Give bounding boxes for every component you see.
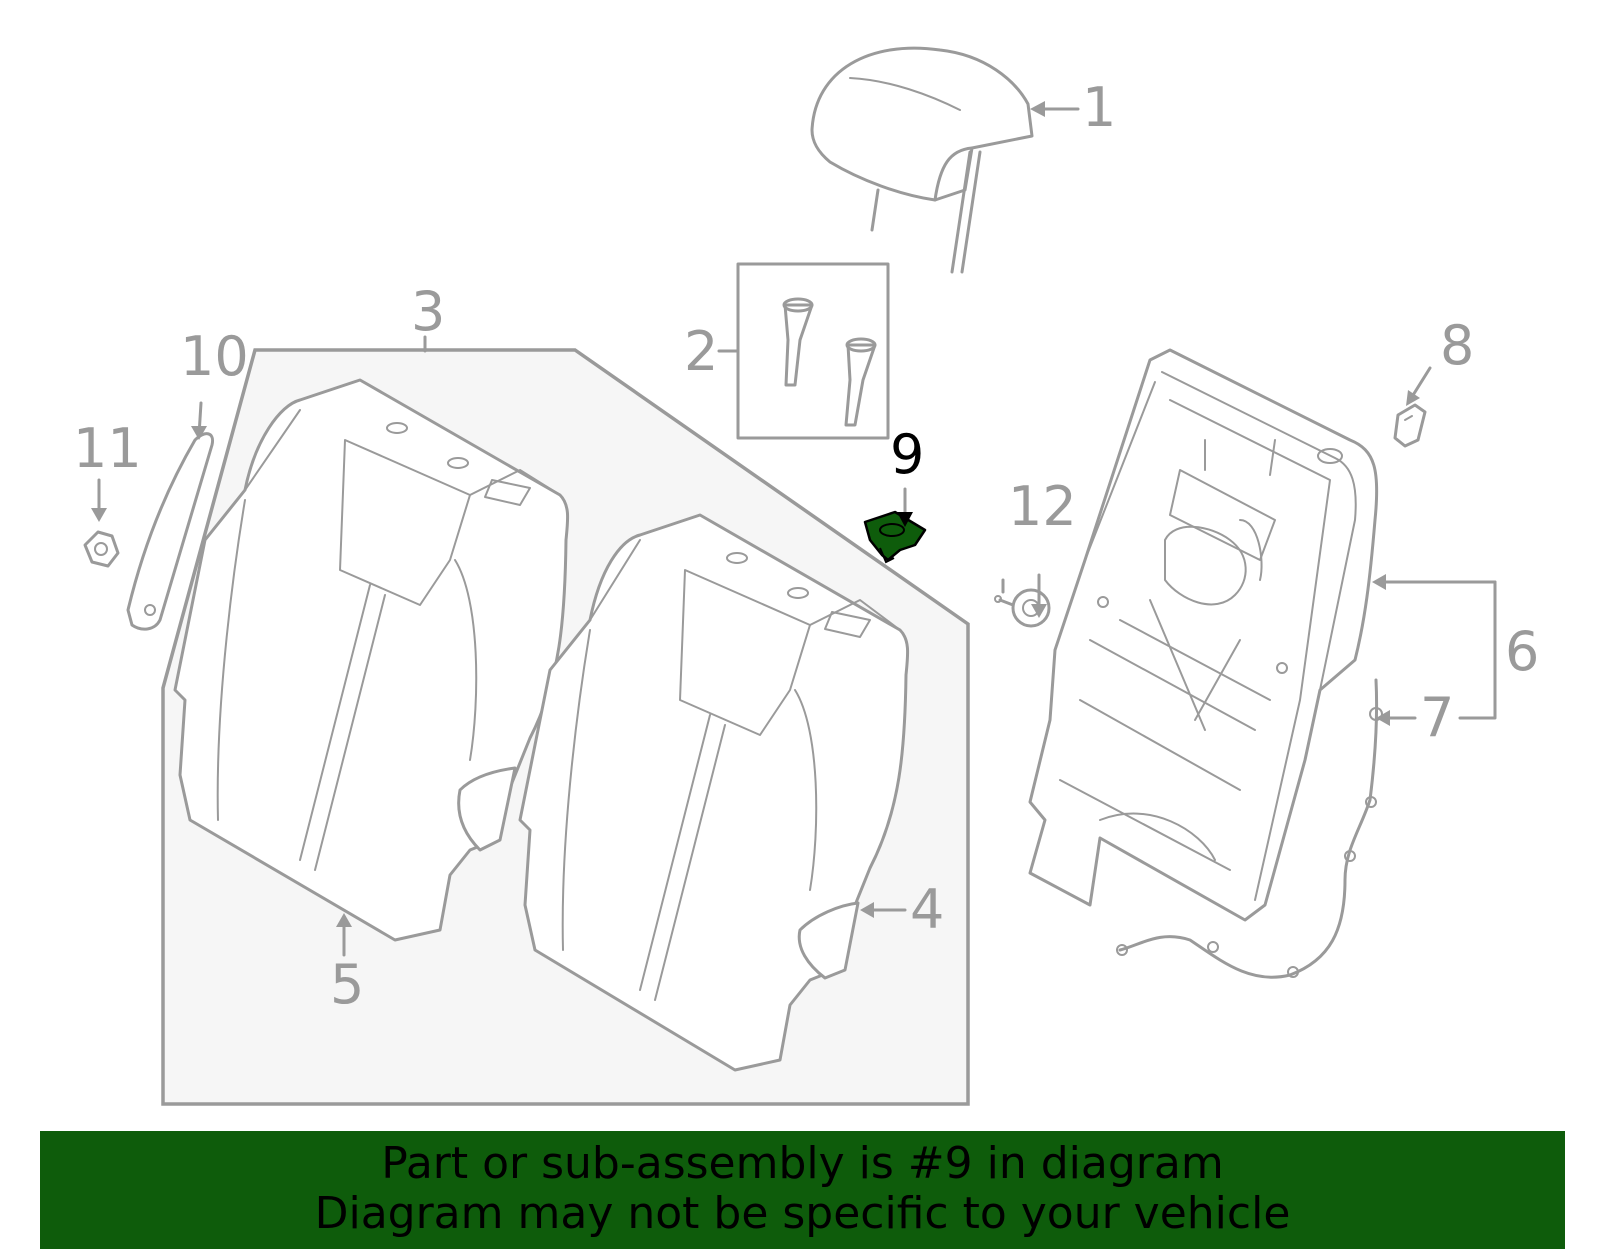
callout-5: 5 bbox=[330, 953, 364, 1016]
seat-back-cover-left bbox=[173, 378, 570, 942]
seat-back-cover-right bbox=[518, 513, 910, 1072]
banner-line-1: Part or sub-assembly is #9 in diagram bbox=[381, 1138, 1224, 1189]
seat-back-frame bbox=[1028, 348, 1379, 922]
callout-4: 4 bbox=[910, 878, 944, 941]
info-banner: Part or sub-assembly is #9 in diagram Di… bbox=[40, 1131, 1565, 1249]
leader-lines bbox=[91, 101, 1497, 957]
callout-12: 12 bbox=[1008, 475, 1077, 538]
callout-6: 6 bbox=[1505, 620, 1539, 683]
callout-7: 7 bbox=[1420, 686, 1454, 749]
clip-part bbox=[1393, 403, 1427, 448]
callout-1: 1 bbox=[1082, 76, 1116, 139]
highlighted-part-9 bbox=[863, 510, 927, 564]
headrest-part bbox=[810, 46, 1034, 274]
callout-3: 3 bbox=[411, 280, 445, 343]
banner-line-2: Diagram may not be specific to your vehi… bbox=[314, 1188, 1291, 1239]
callout-10: 10 bbox=[180, 325, 249, 388]
callout-9: 9 bbox=[890, 423, 924, 486]
callout-8: 8 bbox=[1440, 314, 1474, 377]
trim-strip-part bbox=[126, 432, 215, 631]
nut-part bbox=[83, 530, 120, 568]
headrest-guide-box bbox=[736, 262, 890, 440]
callout-11: 11 bbox=[73, 417, 142, 480]
wire-harness-part bbox=[1116, 678, 1383, 979]
callout-2: 2 bbox=[684, 320, 718, 383]
